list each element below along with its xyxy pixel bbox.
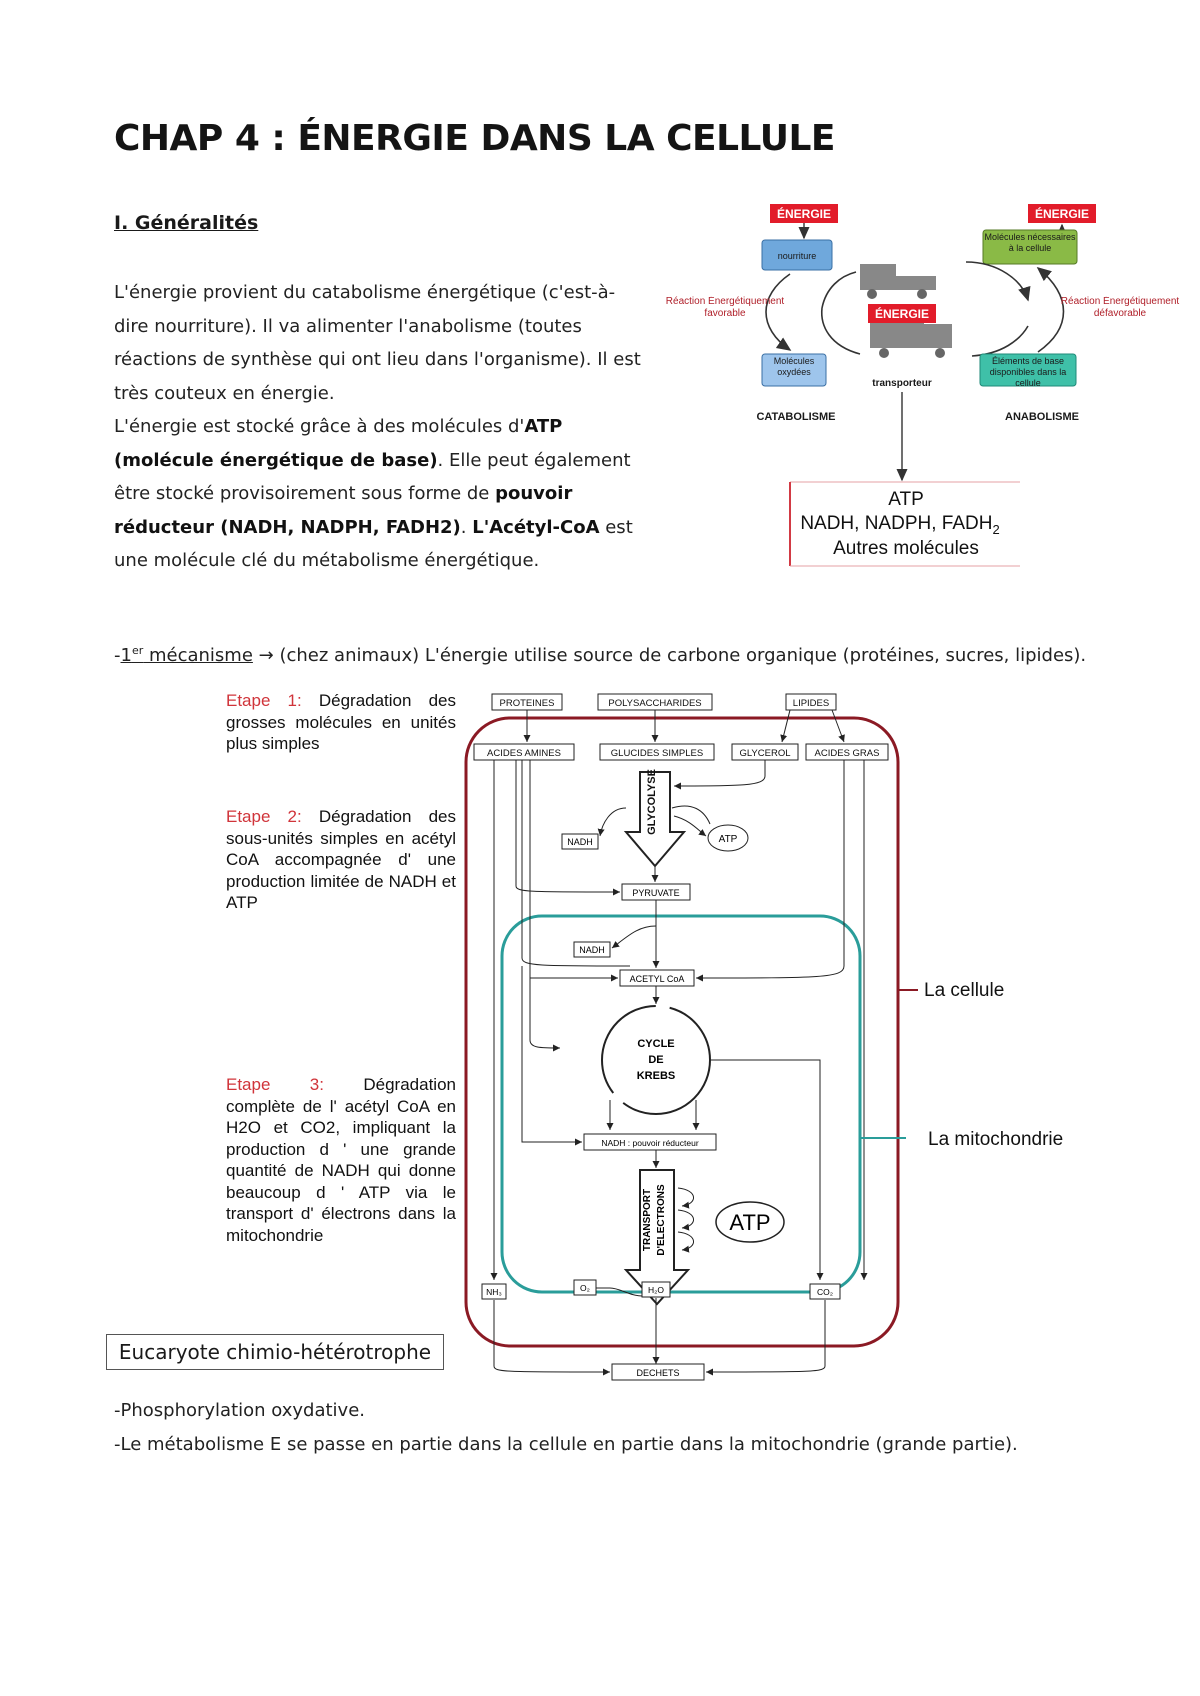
polysaccharides-label: POLYSACCHARIDES bbox=[608, 698, 701, 709]
atp-2-label: ATP bbox=[729, 1210, 770, 1235]
truck-empty-icon bbox=[860, 264, 936, 299]
atp-box-line1: ATP bbox=[888, 489, 924, 510]
eucaryote-box: Eucaryote chimio-hétérotrophe bbox=[106, 1334, 444, 1370]
atp-box-line3: Autres molécules bbox=[833, 538, 979, 559]
molecules-oxydees-label: Molécules oxydées bbox=[773, 356, 815, 377]
energie-left-badge bbox=[770, 204, 838, 223]
nadh-1-label: NADH bbox=[567, 837, 593, 847]
nadh-pouvoir-label: NADH : pouvoir réducteur bbox=[601, 1138, 698, 1148]
atp-1-label: ATP bbox=[719, 834, 738, 845]
reaction-favorable-label: Réaction Énergétiquement favorable bbox=[665, 296, 785, 319]
elements-base-box bbox=[979, 353, 1077, 387]
energie-center-label: ÉNERGIE bbox=[875, 306, 929, 321]
cell-membrane bbox=[464, 716, 900, 1348]
proteines-label: PROTEINES bbox=[500, 698, 555, 709]
h2o-label: H₂O bbox=[648, 1285, 664, 1295]
lipides-label: LIPIDES bbox=[793, 698, 829, 709]
transport-arrow bbox=[623, 1169, 691, 1306]
nh3-label: NH₃ bbox=[486, 1287, 502, 1297]
cycle-label-2: DE bbox=[648, 1054, 663, 1066]
cycle-label-3: KREBS bbox=[637, 1070, 676, 1082]
reaction-defavorable-label: Réaction Énergétiquement défavorable bbox=[1060, 296, 1180, 319]
eucaryote-label: Eucaryote chimio-hétérotrophe bbox=[118, 1340, 432, 1364]
la-cellule-label: La cellule bbox=[924, 980, 1004, 1001]
acides-gras-label: ACIDES GRAS bbox=[815, 748, 880, 759]
glycerol-label: GLYCEROL bbox=[739, 748, 790, 759]
atp-box-line2: NADH, NADPH, FADH2 bbox=[800, 513, 999, 537]
dechets-label: DECHETS bbox=[636, 1368, 679, 1378]
page-title: CHAP 4 : ÉNERGIE DANS LA CELLULE bbox=[114, 118, 835, 159]
molecules-oxydees-box bbox=[761, 353, 827, 387]
la-mitochondrie-label: La mitochondrie bbox=[928, 1129, 1063, 1150]
energie-right-badge bbox=[1028, 204, 1096, 223]
o2-label: O₂ bbox=[580, 1283, 590, 1293]
acetyl-coa-label: ACETYL CoA bbox=[630, 974, 685, 984]
mitochondria-membrane bbox=[500, 914, 862, 1294]
elements-base-label: Éléments de base disponibles dans la cel… bbox=[989, 356, 1067, 386]
glucides-simples-label: GLUCIDES SIMPLES bbox=[611, 748, 703, 759]
section-heading: I. Généralités bbox=[114, 212, 259, 234]
nadh-2-label: NADH bbox=[579, 945, 605, 955]
energie-left-label: ÉNERGIE bbox=[777, 206, 831, 221]
anabolisme-label: ANABOLISME bbox=[1005, 411, 1079, 423]
mechanism-line: -1er mécanisme → (chez animaux) L'énergi… bbox=[114, 644, 1087, 666]
intro-p1: L'énergie provient du catabolisme énergé… bbox=[114, 282, 641, 404]
catabolisme-label: CATABOLISME bbox=[756, 411, 835, 423]
metabolic-pathway-diagram: PROTEINES POLYSACCHARIDES LIPIDES ACIDES… bbox=[464, 693, 1063, 1381]
molecules-necessaires-label: Molécules nécessaires à la cellule bbox=[984, 232, 1076, 253]
footer-line-2: -Le métabolisme E se passe en partie dan… bbox=[114, 1434, 1018, 1455]
footer-line-1: -Phosphorylation oxydative. bbox=[114, 1400, 366, 1421]
nourriture-box bbox=[761, 239, 833, 271]
transport-label-1: TRANSPORT bbox=[642, 1189, 653, 1251]
intro-p2: L'énergie est stocké grâce à des molécul… bbox=[114, 416, 633, 571]
etape-1: Etape 1: Dégradation des grosses molécul… bbox=[226, 691, 456, 753]
nourriture-label: nourriture bbox=[778, 251, 817, 261]
glycolyse-arrow bbox=[623, 771, 687, 868]
cycle-label-1: CYCLE bbox=[637, 1038, 674, 1050]
transport-label-2: D'ELECTRONS bbox=[656, 1184, 667, 1256]
intro-paragraph: L'énergie provient du catabolisme énergé… bbox=[114, 276, 644, 578]
etape-2: Etape 2: Dégradation des sous-unités sim… bbox=[226, 807, 456, 912]
molecules-necessaires-box bbox=[982, 229, 1078, 265]
catabolism-anabolism-diagram: ÉNERGIE nourriture ÉNERGIE Molécules néc… bbox=[665, 204, 1180, 567]
etape-3: Etape 3: Dégradation complète de l' acét… bbox=[226, 1075, 456, 1245]
co2-label: CO₂ bbox=[817, 1287, 833, 1297]
transporteur-label: transporteur bbox=[872, 378, 932, 389]
glycolyse-label: GLYCOLYSE bbox=[646, 769, 658, 835]
energie-center-badge bbox=[868, 304, 936, 323]
pyruvate-label: PYRUVATE bbox=[632, 888, 679, 898]
acides-amines-label: ACIDES AMINES bbox=[487, 748, 561, 759]
energie-right-label: ÉNERGIE bbox=[1035, 206, 1089, 221]
